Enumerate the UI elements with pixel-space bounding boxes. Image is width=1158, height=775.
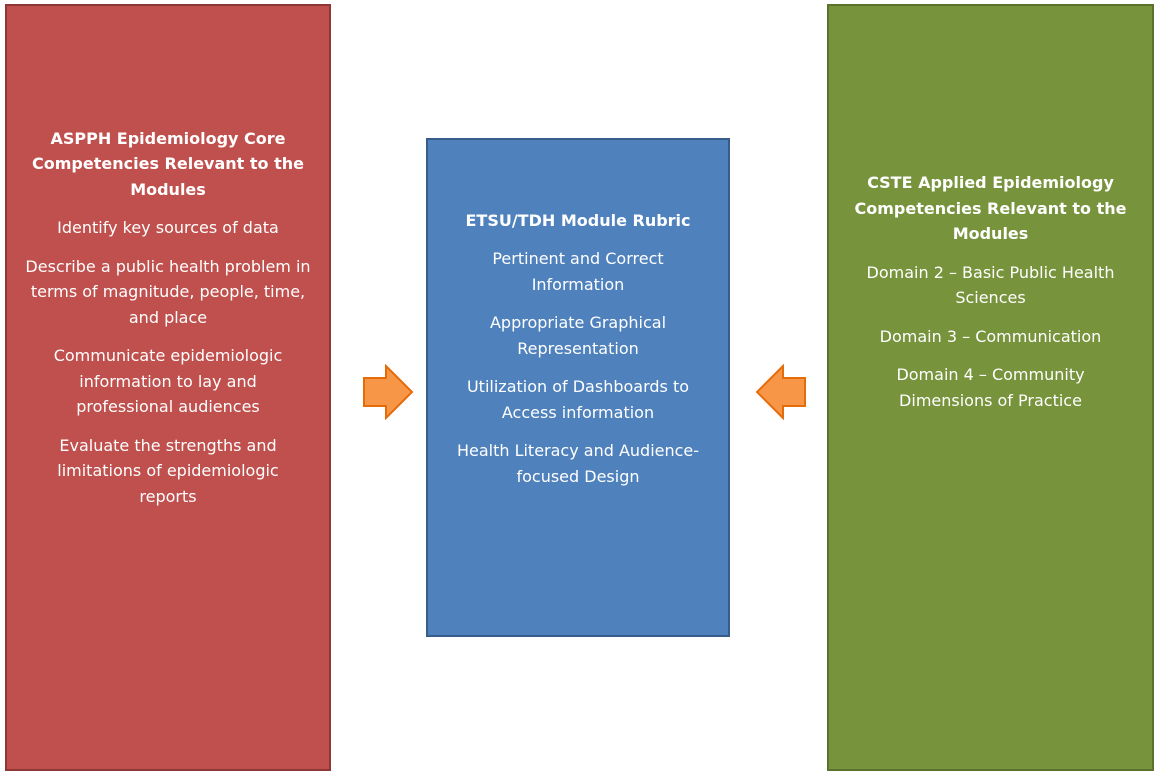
right-arrow-icon (363, 364, 414, 420)
cste-item-1: Domain 2 – Basic Public Health Sciences (866, 262, 1115, 308)
etsu-tdh-rubric-box: ETSU/TDH Module Rubric Pertinent and Cor… (426, 138, 730, 637)
rubric-item-4: Health Literacy and Audience-focused Des… (456, 441, 700, 486)
aspph-item-1: Identify key sources of data (57, 218, 279, 238)
rubric-heading: ETSU/TDH Module Rubric (465, 210, 691, 230)
aspph-item-3: Communicate epidemiologic information to… (53, 346, 283, 417)
right-arrow-shape (363, 364, 414, 420)
aspph-item-2: Describe a public health problem in term… (25, 256, 311, 327)
rubric-item-3: Utilization of Dashboards to Access info… (466, 377, 690, 422)
cste-heading: CSTE Applied Epidemiology Competencies R… (854, 173, 1127, 243)
cste-item-3: Domain 4 – Community Dimensions of Pract… (896, 365, 1085, 410)
aspph-item-4: Evaluate the strengths and limitations o… (57, 435, 279, 506)
left-arrow-shape (755, 364, 806, 420)
cste-item-2: Domain 3 – Communication (879, 326, 1102, 346)
aspph-heading: ASPPH Epidemiology Core Competencies Rel… (32, 128, 304, 199)
cste-competencies-box: CSTE Applied Epidemiology Competencies R… (827, 4, 1154, 771)
aspph-competencies-box: ASPPH Epidemiology Core Competencies Rel… (5, 4, 331, 771)
rubric-item-1: Pertinent and Correct Information (492, 249, 664, 294)
rubric-item-2: Appropriate Graphical Representation (489, 313, 667, 358)
left-arrow-icon (755, 364, 806, 420)
